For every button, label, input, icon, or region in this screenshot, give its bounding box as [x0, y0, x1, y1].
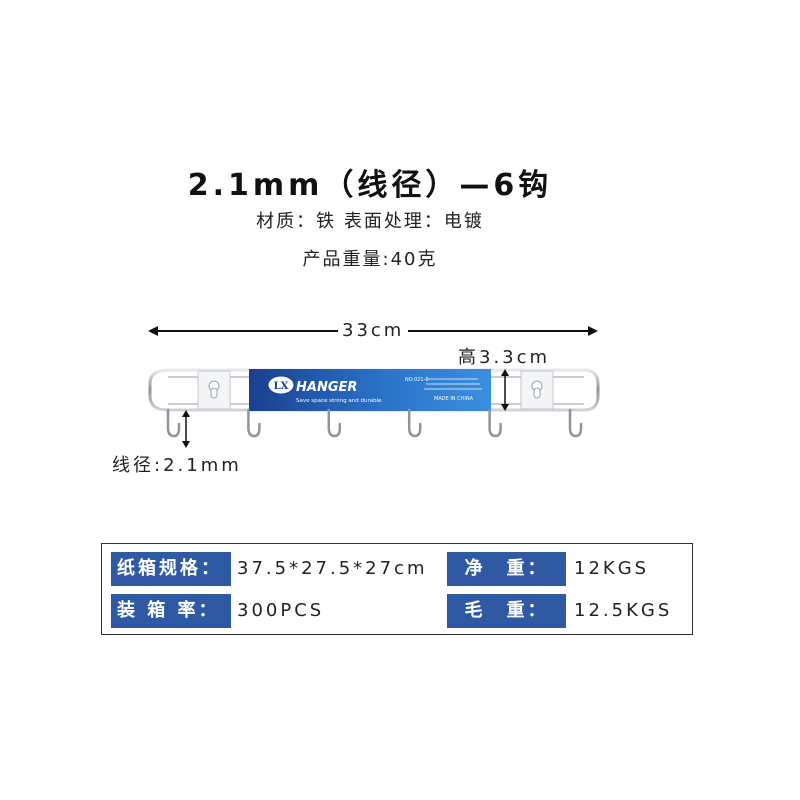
- weight-line: 产品重量:40克: [302, 249, 438, 270]
- height-dimension-label: 高3.3cm: [458, 347, 551, 368]
- height-dimension-arrow: [501, 369, 509, 411]
- hook: [568, 408, 583, 438]
- product-title: 2.1mm（线径）—6钩: [187, 168, 553, 203]
- label-tagline: Save space strong and durable: [296, 398, 382, 404]
- packing-rate-value: 300PCS: [237, 600, 325, 621]
- hook: [166, 408, 181, 438]
- hook: [488, 408, 502, 438]
- hook: [247, 408, 261, 438]
- label-model: NO.021-6: [405, 377, 429, 383]
- label-brand: LX: [274, 381, 289, 392]
- label-name: HANGER: [296, 380, 357, 395]
- wire-dimension-arrow: [182, 410, 190, 448]
- label-origin: MADE IN CHINA: [434, 396, 474, 402]
- wire-diameter-label: 线径:2.1mm: [112, 455, 242, 476]
- net-weight-label: 净 重：: [447, 552, 566, 586]
- gross-weight-label: 毛 重：: [447, 594, 566, 628]
- hook: [407, 408, 422, 438]
- width-dimension-label: 33cm: [338, 320, 409, 341]
- spec-table: 纸箱规格： 37.5*27.5*27cm 净 重： 12KGS 装 箱 率： 3…: [101, 543, 693, 635]
- carton-size-value: 37.5*27.5*27cm: [237, 558, 428, 579]
- hooks-group: [166, 408, 583, 438]
- hook: [327, 408, 342, 438]
- material-line: 材质：铁 表面处理：电镀: [256, 211, 484, 232]
- hanger-frame: [148, 368, 600, 412]
- packing-rate-label: 装 箱 率：: [111, 594, 231, 628]
- carton-size-label: 纸箱规格：: [111, 552, 231, 586]
- hanger-label: LX HANGER Save space strong and durable …: [249, 369, 491, 411]
- net-weight-value: 12KGS: [574, 558, 650, 579]
- label-rack-drawing: [424, 378, 482, 390]
- gross-weight-value: 12.5KGS: [574, 600, 673, 621]
